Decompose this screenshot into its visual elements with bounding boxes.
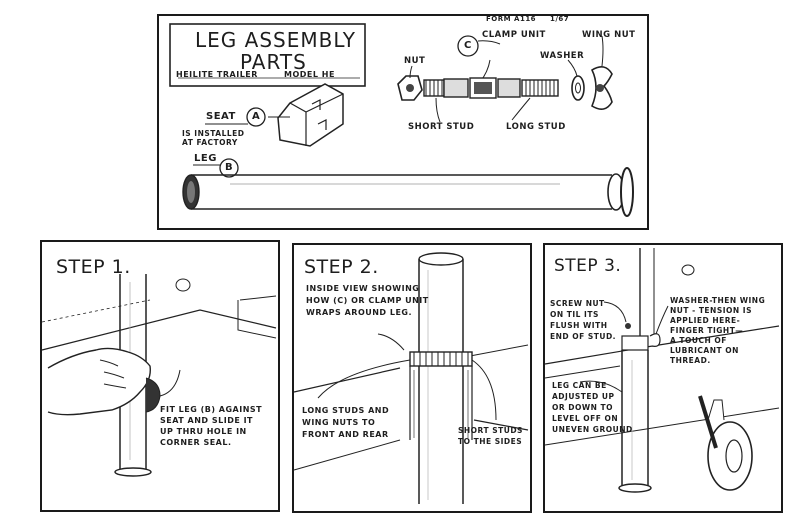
step1-title: STEP 1. <box>56 256 131 278</box>
form-code: FORM A116 <box>486 15 537 23</box>
seat-letter: A <box>252 111 261 122</box>
step3-illustration <box>544 248 780 493</box>
step3-caption-screw: SCREW NUT ON TIL ITS FLUSH WITH END OF S… <box>550 299 617 341</box>
short-stud-label: SHORT STUD <box>408 122 475 132</box>
title-line2: PARTS <box>240 50 307 74</box>
step1-illustration <box>41 274 277 477</box>
nut-label: NUT <box>404 56 426 66</box>
step2-caption-left: LONG STUDS AND WING NUTS TO FRONT AND RE… <box>302 406 390 439</box>
seat-label: SEAT <box>206 111 236 122</box>
long-stud-label: LONG STUD <box>506 122 566 132</box>
seat-note: IS INSTALLED AT FACTORY <box>182 129 245 147</box>
leg-label: LEG <box>194 153 217 164</box>
step2-illustration <box>293 252 529 504</box>
clamp-letter-circle <box>457 35 479 57</box>
leg-letter: B <box>225 162 234 173</box>
wing-nut-label: WING NUT <box>582 30 636 40</box>
form-date: 1/67 <box>550 15 570 23</box>
leg-letter-circle <box>219 158 239 178</box>
step3-caption-leg: LEG CAN BE ADJUSTED UP OR DOWN TO LEVEL … <box>552 381 633 434</box>
step2-caption-top: INSIDE VIEW SHOWING HOW (C) OR CLAMP UNI… <box>306 284 429 317</box>
clamp-unit-drawing <box>397 66 613 110</box>
title-line1: LEG ASSEMBLY <box>195 28 357 52</box>
clamp-label: CLAMP UNIT <box>482 30 546 40</box>
clamp-letter: C <box>464 40 472 51</box>
model-name: MODEL HE <box>284 70 335 79</box>
step2-panel <box>292 243 532 513</box>
step3-caption-washer: WASHER-THEN WING NUT - TENSION IS APPLIE… <box>670 296 766 365</box>
step1-caption: FIT LEG (B) AGAINST SEAT AND SLIDE IT UP… <box>160 405 263 447</box>
leg-part-drawing <box>182 167 634 217</box>
seat-part-drawing <box>268 83 344 147</box>
trailer-name: HEILITE TRAILER <box>176 70 258 79</box>
step2-title: STEP 2. <box>304 256 379 278</box>
step2-caption-right: SHORT STUDS TO THE SIDES <box>458 426 523 446</box>
step3-title: STEP 3. <box>554 256 622 276</box>
parts-panel <box>157 14 649 230</box>
washer-label: WASHER <box>540 51 585 61</box>
seat-letter-circle <box>246 107 266 127</box>
